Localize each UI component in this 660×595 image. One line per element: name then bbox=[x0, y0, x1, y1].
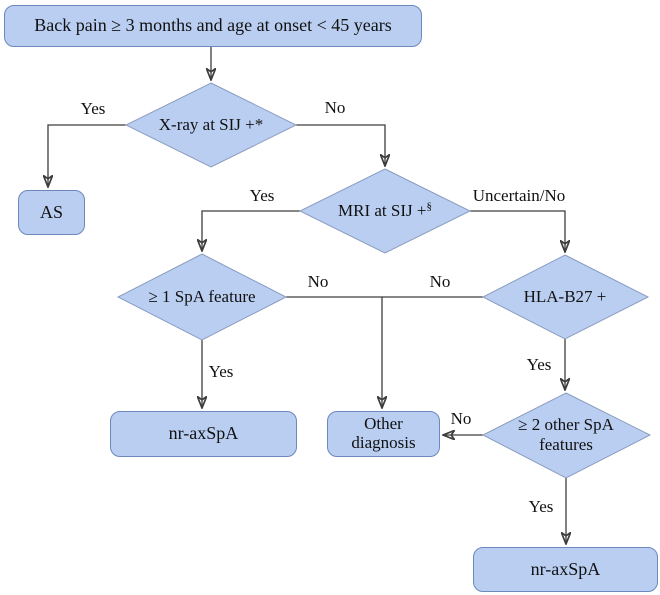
node-as-label: AS bbox=[39, 201, 63, 222]
edge-label-mri-uncertain: Uncertain/No bbox=[472, 186, 566, 205]
node-other-diagnosis: Other diagnosis bbox=[327, 411, 440, 457]
node-nraxspa-left-label: nr-axSpA bbox=[168, 423, 239, 444]
decision-spa1-shape bbox=[116, 253, 288, 341]
node-as: AS bbox=[18, 190, 85, 235]
edge-label-hla-yes: Yes bbox=[526, 355, 552, 374]
edge-label-spa1-yes: Yes bbox=[208, 362, 234, 381]
connector-xray-no-to-mri bbox=[296, 124, 385, 166]
edge-label-spa1-no: No bbox=[307, 272, 329, 291]
decision-mri-shape bbox=[298, 168, 472, 254]
decision-xray-shape bbox=[124, 82, 298, 168]
decision-hla-shape bbox=[481, 254, 650, 340]
node-other-diagnosis-label: Other diagnosis bbox=[351, 414, 416, 452]
edge-label-hla-no: No bbox=[429, 272, 451, 291]
edge-label-spa2-yes: Yes bbox=[528, 497, 554, 516]
node-nraxspa-bottom-label: nr-axSpA bbox=[530, 558, 601, 579]
connector-mri-yes-to-spa1 bbox=[202, 210, 300, 251]
edge-label-mri-yes: Yes bbox=[249, 186, 275, 205]
edge-label-xray-yes: Yes bbox=[80, 99, 106, 118]
node-start-label: Back pain ≥ 3 months and age at onset < … bbox=[34, 15, 392, 36]
decision-spa2-shape bbox=[481, 392, 652, 479]
connector-mri-uncertain-to-hla bbox=[470, 210, 565, 252]
connector-xray-yes-to-as bbox=[48, 124, 126, 187]
node-start: Back pain ≥ 3 months and age at onset < … bbox=[4, 5, 422, 47]
node-nraxspa-bottom: nr-axSpA bbox=[473, 547, 658, 592]
node-nraxspa-left: nr-axSpA bbox=[110, 411, 297, 457]
edge-label-xray-no: No bbox=[324, 98, 346, 117]
edge-label-spa2-no: No bbox=[450, 409, 472, 428]
